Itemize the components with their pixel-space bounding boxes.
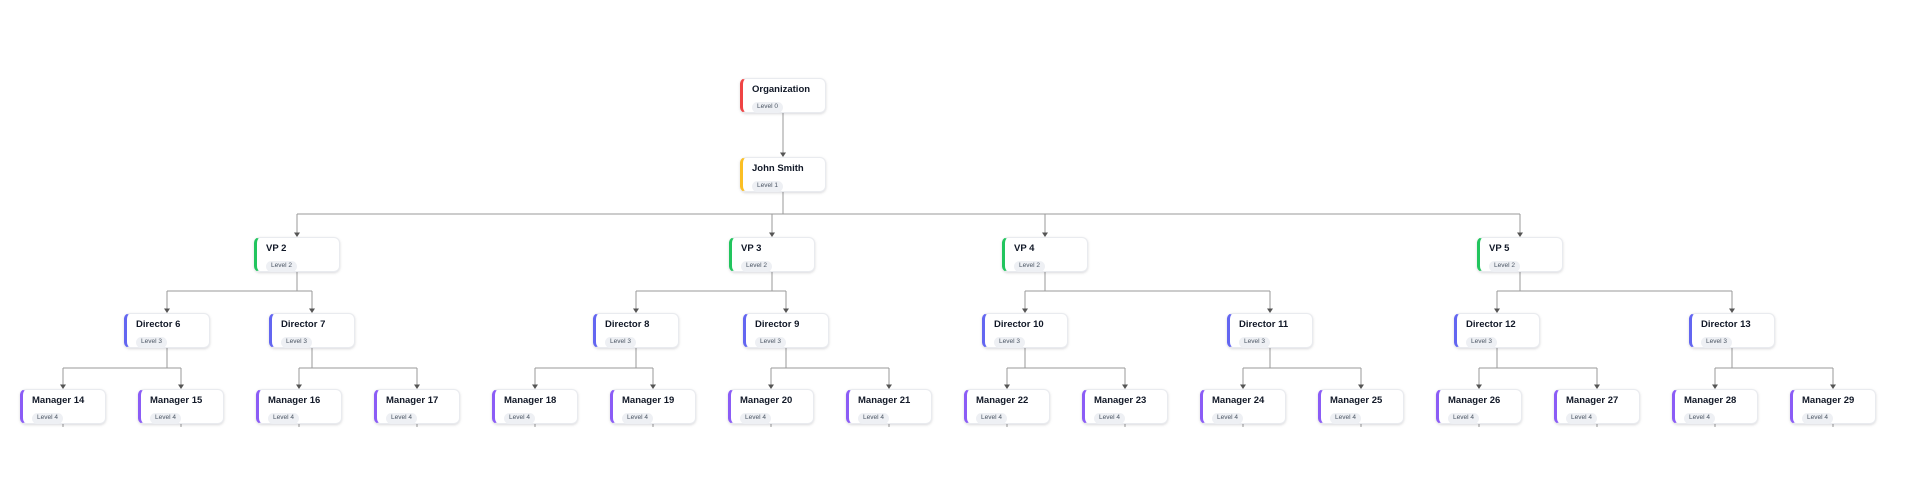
node-title: Manager 17 [386,395,439,406]
org-node-manager-17[interactable]: Manager 17 Level 4 [374,389,460,424]
node-title: Manager 14 [32,395,85,406]
level-badge: Level 3 [1466,337,1497,348]
level-badge: Level 3 [994,337,1025,348]
org-node-director-6[interactable]: Director 6 Level 3 [124,313,210,348]
node-title: Manager 29 [1802,395,1855,406]
level-badge: Level 2 [741,261,772,272]
node-title: Director 13 [1701,319,1751,330]
org-node-manager-19[interactable]: Manager 19 Level 4 [610,389,696,424]
node-title: Manager 28 [1684,395,1737,406]
node-title: Manager 16 [268,395,321,406]
level-badge: Level 0 [752,102,783,113]
node-title: Director 7 [281,319,326,330]
org-node-director-7[interactable]: Director 7 Level 3 [269,313,355,348]
level-badge: Level 3 [755,337,786,348]
node-title: Manager 24 [1212,395,1265,406]
level-badge: Level 1 [752,181,783,192]
level-badge: Level 4 [1212,413,1243,424]
node-title: VP 5 [1489,243,1510,254]
level-badge: Level 3 [1239,337,1270,348]
node-title: Director 8 [605,319,650,330]
org-node-manager-27[interactable]: Manager 27 Level 4 [1554,389,1640,424]
level-badge: Level 3 [605,337,636,348]
level-badge: Level 4 [1802,413,1833,424]
node-title: Manager 23 [1094,395,1147,406]
level-badge: Level 4 [1684,413,1715,424]
level-badge: Level 4 [858,413,889,424]
node-title: Manager 18 [504,395,557,406]
org-node-manager-23[interactable]: Manager 23 Level 4 [1082,389,1168,424]
org-node-manager-21[interactable]: Manager 21 Level 4 [846,389,932,424]
level-badge: Level 4 [976,413,1007,424]
org-node-manager-29[interactable]: Manager 29 Level 4 [1790,389,1876,424]
node-title: Manager 25 [1330,395,1383,406]
node-title: John Smith [752,163,804,174]
level-badge: Level 4 [150,413,181,424]
org-node-manager-22[interactable]: Manager 22 Level 4 [964,389,1050,424]
level-badge: Level 3 [1701,337,1732,348]
org-node-director-10[interactable]: Director 10 Level 3 [982,313,1068,348]
org-node-director-11[interactable]: Director 11 Level 3 [1227,313,1313,348]
level-badge: Level 4 [32,413,63,424]
org-node-manager-25[interactable]: Manager 25 Level 4 [1318,389,1404,424]
level-badge: Level 2 [1014,261,1045,272]
node-title: Manager 22 [976,395,1029,406]
node-title: Organization [752,84,811,95]
org-node-manager-18[interactable]: Manager 18 Level 4 [492,389,578,424]
node-title: Manager 21 [858,395,911,406]
org-node-director-9[interactable]: Director 9 Level 3 [743,313,829,348]
level-badge: Level 4 [504,413,535,424]
node-title: Director 12 [1466,319,1516,330]
level-badge: Level 3 [281,337,312,348]
org-node-manager-26[interactable]: Manager 26 Level 4 [1436,389,1522,424]
node-title: Manager 20 [740,395,793,406]
org-node-vp-3[interactable]: VP 3 Level 2 [729,237,815,272]
org-node-vp-5[interactable]: VP 5 Level 2 [1477,237,1563,272]
node-title: Manager 27 [1566,395,1619,406]
level-badge: Level 4 [1094,413,1125,424]
org-node-manager-15[interactable]: Manager 15 Level 4 [138,389,224,424]
org-node-manager-20[interactable]: Manager 20 Level 4 [728,389,814,424]
node-title: VP 4 [1014,243,1035,254]
level-badge: Level 4 [386,413,417,424]
level-badge: Level 4 [1448,413,1479,424]
node-title: VP 2 [266,243,287,254]
org-node-manager-28[interactable]: Manager 28 Level 4 [1672,389,1758,424]
node-title: Manager 19 [622,395,675,406]
org-node-vp-2[interactable]: VP 2 Level 2 [254,237,340,272]
org-node-manager-16[interactable]: Manager 16 Level 4 [256,389,342,424]
node-title: VP 3 [741,243,762,254]
node-title: Manager 26 [1448,395,1501,406]
level-badge: Level 4 [268,413,299,424]
level-badge: Level 3 [136,337,167,348]
level-badge: Level 2 [266,261,297,272]
org-node-manager-14[interactable]: Manager 14 Level 4 [20,389,106,424]
org-node-director-8[interactable]: Director 8 Level 3 [593,313,679,348]
level-badge: Level 2 [1489,261,1520,272]
node-title: Director 10 [994,319,1044,330]
org-node-director-12[interactable]: Director 12 Level 3 [1454,313,1540,348]
node-title: Manager 15 [150,395,203,406]
node-title: Director 6 [136,319,181,330]
level-badge: Level 4 [1566,413,1597,424]
org-node-vp-4[interactable]: VP 4 Level 2 [1002,237,1088,272]
org-node-director-13[interactable]: Director 13 Level 3 [1689,313,1775,348]
level-badge: Level 4 [740,413,771,424]
org-node-manager-24[interactable]: Manager 24 Level 4 [1200,389,1286,424]
level-badge: Level 4 [622,413,653,424]
node-title: Director 9 [755,319,800,330]
node-title: Director 11 [1239,319,1289,330]
level-badge: Level 4 [1330,413,1361,424]
